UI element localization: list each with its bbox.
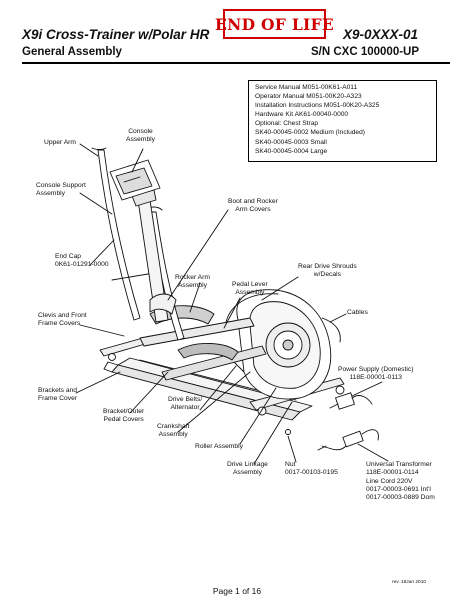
info-line: Service Manual M051-00K61-A011 [255,84,358,91]
label-brackets-frame-cover: Brackets and Frame Cover [38,387,77,404]
label-line: 0K61-01291-0000 [55,261,109,269]
info-line: SK40-00045-0004 Large [255,147,328,155]
label-line: Alternator [170,404,200,412]
label-end-cap: End Cap 0K61-01291-0000 [55,253,109,270]
header-divider [22,62,450,64]
label-line: Bracket/Outer [103,408,145,415]
end-of-life-stamp: END OF LIFE [215,9,334,39]
label-line: Rocker Arm [175,274,210,281]
label-universal-transformer: Universal Transformer 118E-00001-0114 Li… [366,461,435,502]
label-clevis-front-covers: Clevis and Front Frame Covers [38,312,87,329]
label-line: Drive Belts/ [168,396,203,403]
label-line: Boot and Rocker [228,198,278,205]
info-line: Optional: Chest Strap [255,120,319,128]
label-boot-rocker-covers: Boot and Rocker Arm Covers [228,198,278,215]
label-line: Console Support [36,182,86,189]
label-line: 0017-00003-0889 Dom [366,494,435,502]
info-line: Hardware Kit AK61-00040-0000 [255,111,349,119]
label-line: Assembly [232,469,262,477]
label-line: 118E-00001-0114 [366,469,419,477]
label-drive-linkage-assembly: Drive Linkage Assembly [227,461,268,478]
page-number: Page 1 of 16 [212,586,262,596]
label-line: Frame Covers [38,320,81,328]
serial-number: S/N CXC 100000-UP [311,46,420,58]
label-line: w/Decals [313,271,341,279]
label-line: Clevis and Front [38,312,87,319]
label-line: Assembly [126,136,155,144]
label-line: Nut [285,461,296,468]
stamp-text: END OF LIFE [215,14,334,34]
label-line: 0017-00003-0691 Int'l [366,485,431,493]
label-line: Pedal Lever [232,281,268,288]
label-line: Power Supply (Domestic) [338,366,414,373]
parts-info-box: Service Manual M051-00K61-A011 Operator … [248,80,437,162]
label-line: Rear Drive Shrouds [298,263,357,270]
info-line: Installation Instructions M051-00K20-A32… [255,102,380,110]
label-console-support: Console Support Assembly [36,182,86,199]
label-bracket-outer-pedal-covers: Bracket/Outer Pedal Covers [103,408,144,425]
document-title: X9i Cross-Trainer w/Polar HR [22,27,210,42]
label-rocker-arm-assembly: Rocker Arm Assembly [175,274,210,291]
label-line: Arm Covers [235,206,271,214]
label-line: Assembly [36,190,65,198]
label-console-assembly: Console Assembly [126,128,155,145]
label-line: Console [128,128,153,135]
label-crankshaft-assembly: Crankshaft Assembly [157,423,189,440]
label-line: Assembly [177,282,207,290]
revision-date: rev. 18Jan 2010 [392,580,427,585]
info-line: SK40-00045-0003 Small [255,138,327,146]
label-line: Line Cord 220V [366,477,413,485]
label-rear-drive-shrouds: Rear Drive Shrouds w/Decals [298,263,357,280]
section-subtitle: General Assembly [22,46,122,58]
info-line: Operator Manual M051-00K20-A323 [255,93,362,101]
label-line: Brackets and [38,387,78,394]
label-upper-arm: Upper Arm [44,139,76,146]
label-line: 0017-00103-0195 [285,469,338,477]
label-line: Crankshaft [157,423,190,430]
label-line: Assembly [158,431,188,439]
label-line: Assembly [235,289,265,297]
label-drive-belts-alternator: Drive Belts/ Alternator [168,396,202,413]
label-line: End Cap [55,253,82,260]
label-line: Frame Cover [38,395,78,403]
label-power-supply: Power Supply (Domestic) 118E-00001-0113 [338,366,413,383]
label-nut: Nut 0017-00103-0195 [285,461,338,478]
label-roller-assembly: Roller Assembly [195,443,243,450]
label-pedal-lever-assembly: Pedal Lever Assembly [232,281,268,298]
model-number: X9-0XXX-01 [343,27,419,42]
label-line: Pedal Covers [103,416,144,424]
info-line: SK40-00045-0002 Medium (Included) [255,129,365,137]
label-cables: Cables [347,309,368,316]
label-line: Drive Linkage [227,461,268,468]
label-line: Universal Transformer [366,461,432,468]
label-line: 118E-00001-0113 [349,374,402,382]
